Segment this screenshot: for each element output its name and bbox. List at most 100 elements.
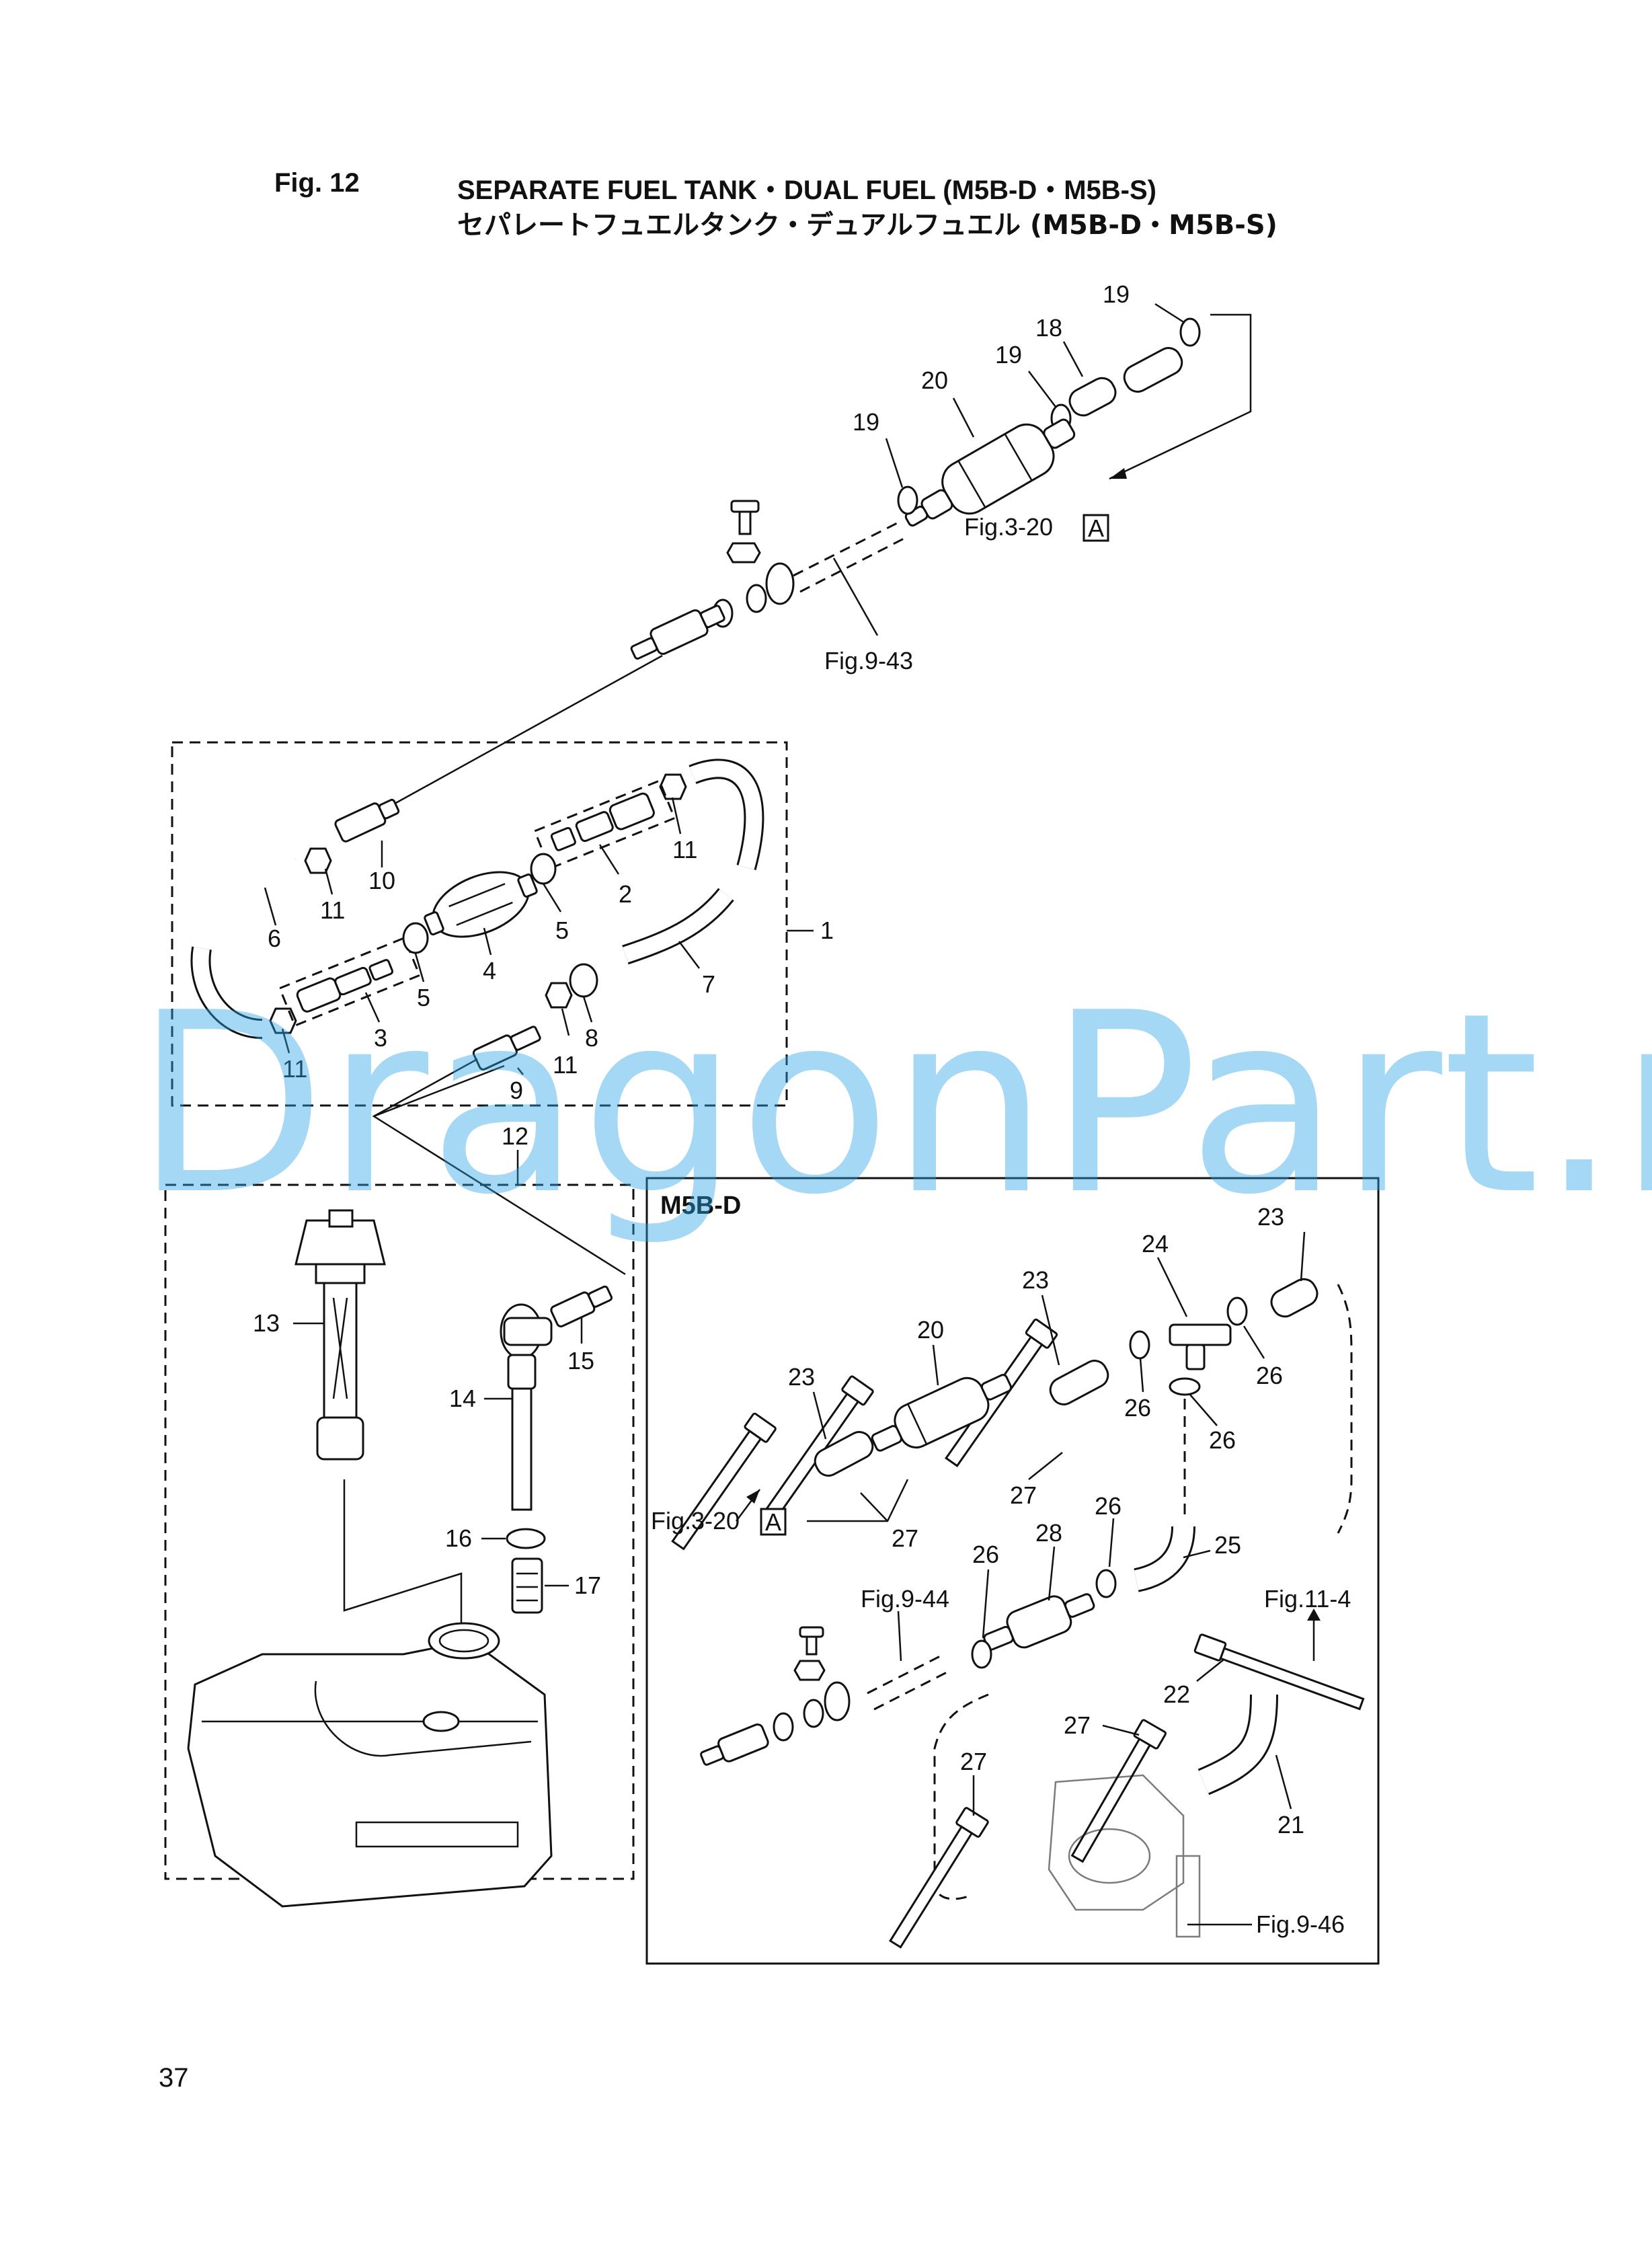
hose-fig-9-43 [793,520,908,593]
tank-filler-neck [428,1622,500,1660]
connector-group-2 [533,779,676,870]
connector-9 [472,1025,541,1071]
hose-23-right [1270,1278,1319,1318]
label-26-top28: 26 [1095,1492,1122,1520]
gasket-16 [506,1528,546,1549]
label-19-left: 19 [853,408,879,436]
strainer-17 [511,1557,543,1614]
label-13: 13 [253,1309,280,1337]
leader-connector-10 [376,654,663,815]
clip-26-e [971,1639,992,1669]
ref-fig-9-44: Fig.9-44 [861,1585,949,1613]
nut [726,542,761,564]
label-5-right: 5 [555,917,569,944]
label-27-left: 27 [892,1524,918,1552]
clamp [765,562,795,605]
ref-box-a-inset: A [765,1508,781,1536]
label-19-top: 19 [1103,280,1130,308]
label-7: 7 [702,970,715,998]
inset-m5b-d-frame [645,1177,1380,1965]
nut-inset [793,1660,826,1681]
tank-gauge-port [422,1711,460,1732]
ref-fig-9-43: Fig.9-43 [824,647,913,674]
label-5-left: 5 [417,984,430,1011]
clip-26-c [1169,1377,1201,1396]
connector-10 [334,798,400,843]
hose-hidden-left [933,1693,989,1900]
ref-fig-3-20-top: Fig.3-20 [964,513,1053,541]
tie-27-lower-left [889,1807,989,1949]
label-2: 2 [619,880,632,908]
leader-9-43 [832,557,879,636]
label-9: 9 [510,1077,523,1104]
hose-23-left [814,1431,874,1477]
hose-18-a [1068,377,1117,417]
label-16: 16 [445,1524,472,1552]
hose-23-mid [1049,1360,1109,1405]
ref-fig-9-46: Fig.9-46 [1256,1910,1345,1938]
figure-number: Fig. 12 [274,168,360,198]
leader-gauge-tank [343,1479,463,1634]
quick-connector-inset [700,1723,769,1766]
inset-parts [671,1278,1365,1949]
connector-group-3 [278,936,421,1028]
label-23-mid: 23 [1022,1266,1049,1294]
fuel-pump-ghost [1048,1774,1201,1938]
label-23-left: 23 [788,1363,815,1391]
elbow-14 [500,1303,553,1511]
title-japanese: セパレートフュエルタンク・デュアルフュエル (M5B-D・M5B-S) [457,210,1277,241]
label-28: 28 [1035,1519,1062,1547]
separator-28 [983,1593,1095,1651]
label-27-lower-left: 27 [960,1748,987,1775]
label-21: 21 [1277,1811,1304,1838]
fuel-tank [187,1622,553,1908]
label-6: 6 [268,925,281,952]
label-19-mid: 19 [995,341,1022,369]
label-24: 24 [1142,1230,1169,1257]
primer-bulb-4 [424,871,538,938]
assembly-1-parts [190,759,764,1071]
cap-11-right [659,773,687,800]
page-number: 37 [159,2063,189,2093]
ref-fig-11-4: Fig.11-4 [1264,1585,1351,1613]
label-20-inset: 20 [917,1316,944,1344]
label-15: 15 [567,1347,594,1374]
label-26-mid: 26 [1124,1394,1151,1422]
label-4: 4 [483,957,496,984]
screw-head [730,500,760,513]
title-english: SEPARATE FUEL TANK・DUAL FUEL (M5B-D・M5B-… [457,176,1156,205]
label-26-tee: 26 [1209,1426,1236,1454]
label-18: 18 [1035,314,1062,342]
label-26-right: 26 [1256,1362,1283,1389]
box-a-top [1083,514,1109,542]
label-20-top: 20 [921,366,948,394]
label-8: 8 [585,1024,598,1052]
clip-26-d [1095,1569,1117,1598]
label-27-lower-right: 27 [1064,1711,1091,1739]
clip-26-a [1226,1296,1248,1326]
washer-a [746,584,767,613]
quick-connector-top [630,605,725,660]
clip-19-left [897,486,918,515]
label-14: 14 [449,1385,476,1412]
clip-19-top [1179,317,1201,347]
ref-box-a-top: A [1088,514,1104,542]
assembly-1-outline [171,741,788,1107]
inset-title: M5B-D [660,1192,741,1220]
label-23-right: 23 [1257,1203,1284,1231]
arrow-head [1109,468,1127,479]
label-22: 22 [1163,1680,1190,1708]
label-25: 25 [1214,1531,1241,1559]
label-26-left: 26 [972,1541,999,1568]
tie-27-lower-right [1070,1719,1167,1863]
tee-24 [1169,1323,1232,1370]
clip-26-b [1129,1330,1150,1360]
label-10: 10 [368,867,395,894]
bushing-5-left [402,922,429,954]
screw [738,508,752,535]
fuel-filter-20 [904,418,1076,527]
label-17: 17 [574,1572,601,1599]
clamp-inset [824,1681,851,1721]
box-a-inset [760,1508,787,1536]
